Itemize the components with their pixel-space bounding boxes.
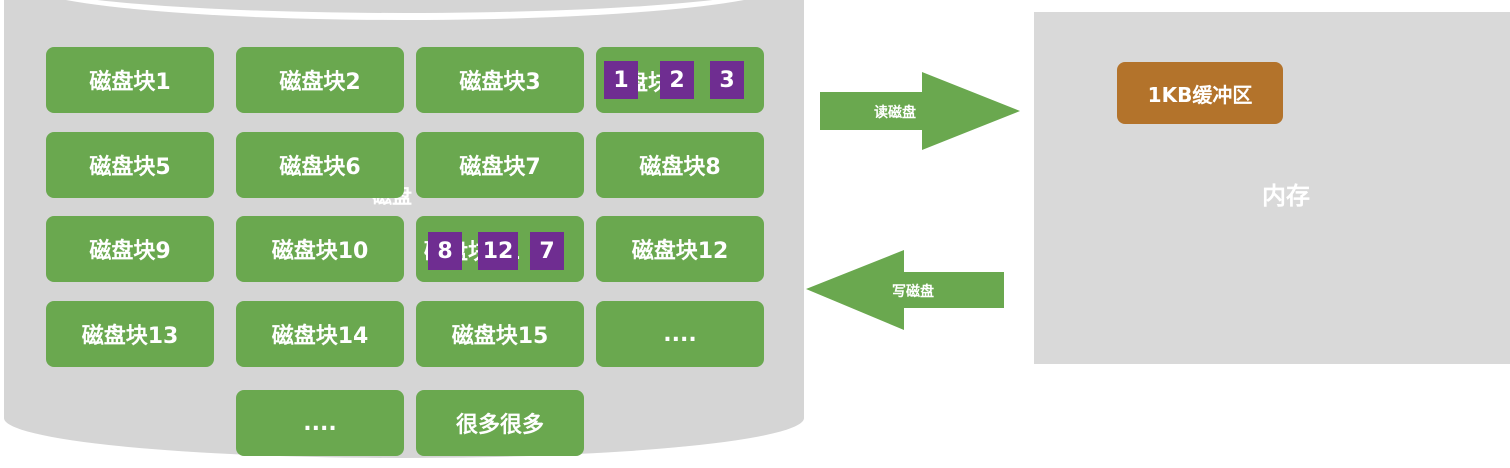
read-disk-arrow [820, 72, 1020, 150]
block11-piece-3: 7 [530, 232, 564, 270]
disk-block-12: 磁盘块12 [596, 216, 764, 282]
memory-label: 内存 [1262, 182, 1310, 210]
disk-block-1: 磁盘块1 [46, 47, 214, 113]
disk-block-ellipsis-1: .... [596, 301, 764, 367]
write-disk-label: 写磁盘 [892, 284, 934, 300]
disk-block-15: 磁盘块15 [416, 301, 584, 367]
buffer-1kb: 1KB缓冲区 [1117, 62, 1283, 124]
disk-block-3: 磁盘块3 [416, 47, 584, 113]
block4-piece-1: 1 [604, 61, 638, 99]
disk-block-7: 磁盘块7 [416, 132, 584, 198]
disk-block-many: 很多很多 [416, 390, 584, 456]
write-disk-arrow [806, 250, 1004, 330]
disk-block-11: 磁盘块11 8 12 7 [416, 216, 584, 282]
disk-block-5: 磁盘块5 [46, 132, 214, 198]
read-disk-label: 读磁盘 [874, 105, 916, 121]
block11-piece-1: 8 [428, 232, 462, 270]
disk-block-10: 磁盘块10 [236, 216, 404, 282]
disk-block-9: 磁盘块9 [46, 216, 214, 282]
disk-block-14: 磁盘块14 [236, 301, 404, 367]
disk-block-2: 磁盘块2 [236, 47, 404, 113]
disk-block-ellipsis-2: .... [236, 390, 404, 456]
block4-piece-3: 3 [710, 61, 744, 99]
disk-block-6: 磁盘块6 [236, 132, 404, 198]
disk-block-4: 磁盘块4 1 2 3 [596, 47, 764, 113]
disk-block-13: 磁盘块13 [46, 301, 214, 367]
disk-block-8: 磁盘块8 [596, 132, 764, 198]
block11-piece-2: 12 [478, 232, 518, 270]
block4-piece-2: 2 [660, 61, 694, 99]
